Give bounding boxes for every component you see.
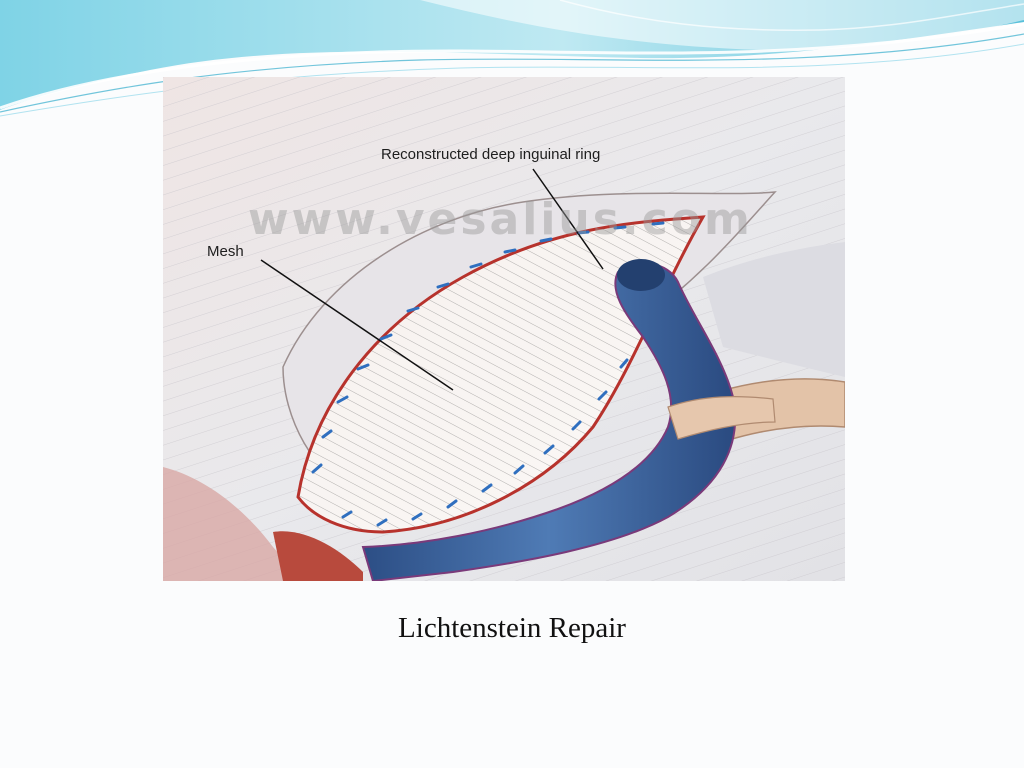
slide-caption: Lichtenstein Repair (398, 612, 626, 644)
illustration-drawing: www.vesalius.com Reconstructed deep ingu… (163, 77, 845, 581)
wave-banner (0, 0, 1024, 117)
label-deep-inguinal-ring: Reconstructed deep inguinal ring (381, 146, 600, 163)
label-mesh: Mesh (207, 243, 244, 260)
watermark-text: www.vesalius.com (248, 194, 753, 245)
lichtenstein-illustration: www.vesalius.com Reconstructed deep ingu… (163, 77, 845, 581)
